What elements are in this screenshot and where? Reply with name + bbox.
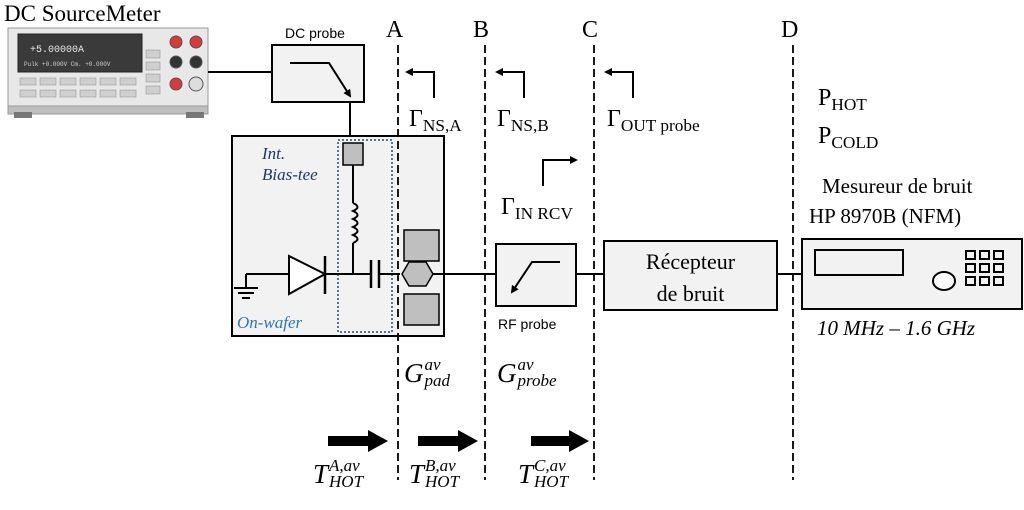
gamma-ns-b-label: ΓNS,B	[497, 107, 549, 131]
gamma-ns-a-arrow-icon	[407, 72, 434, 98]
red-terminal-icon	[170, 36, 182, 48]
rf-probe-box	[496, 244, 576, 306]
nfm-display	[815, 250, 903, 275]
rf-pad-bottom	[404, 294, 439, 325]
instrument-display-sub: Pulk +0.000V Cm. +0.000V	[24, 61, 111, 68]
gamma-ns-b-arrow-icon	[497, 72, 524, 98]
receiver-label-line1: Récepteur	[604, 251, 777, 273]
nfm-label-line2: HP 8970B (NFM)	[809, 206, 961, 227]
plane-c-label: C	[582, 18, 598, 42]
plane-d-label: D	[781, 18, 798, 42]
hot-arrow-b-icon	[418, 430, 478, 452]
gamma-ns-a-label: ΓNS,A	[409, 107, 462, 131]
dc-probe-label: DC probe	[285, 26, 345, 40]
gamma-in-rcv-label: ΓIN RCV	[501, 195, 573, 219]
gamma-out-probe-label: ΓOUT probe	[607, 107, 700, 131]
hot-arrows	[328, 430, 589, 452]
bias-tee-label-line2: Bias-tee	[262, 166, 318, 183]
rotary-knob-icon	[189, 77, 203, 91]
red-button-icon	[170, 78, 182, 90]
gamma-out-probe-arrow-icon	[606, 72, 633, 98]
gamma-in-rcv-arrow-icon	[543, 160, 576, 186]
p-cold-label: PCOLD	[818, 124, 878, 148]
red-terminal-icon	[190, 36, 202, 48]
bias-tee-label-line1: Int.	[262, 145, 285, 162]
black-terminal-icon	[190, 56, 202, 68]
nfm-label-line1: Mesureur de bruit	[822, 176, 972, 197]
nfm-knob-icon	[933, 272, 955, 290]
plane-a-label: A	[386, 18, 403, 42]
sourcemeter-label: DC SourceMeter	[4, 2, 161, 25]
black-terminal-icon	[170, 56, 182, 68]
dc-pad	[343, 143, 363, 165]
rf-pad-signal	[402, 262, 433, 286]
on-wafer-label: On-wafer	[237, 314, 302, 331]
instrument-display-main: +5.00000A	[30, 45, 84, 56]
hot-arrow-a-icon	[328, 430, 388, 452]
dc-probe-box	[272, 45, 364, 102]
dc-sourcemeter-instrument: +5.00000A Pulk +0.000V Cm. +0.000V	[8, 28, 208, 118]
rf-probe-label: RF probe	[498, 317, 556, 331]
plane-b-label: B	[473, 18, 489, 42]
nfm-range-label: 10 MHz – 1.6 GHz	[817, 318, 975, 339]
rf-pad-top	[404, 230, 439, 261]
receiver-label-line2: de bruit	[604, 283, 777, 305]
hot-arrow-c-icon	[531, 430, 589, 452]
p-hot-label: PHOT	[818, 86, 867, 110]
